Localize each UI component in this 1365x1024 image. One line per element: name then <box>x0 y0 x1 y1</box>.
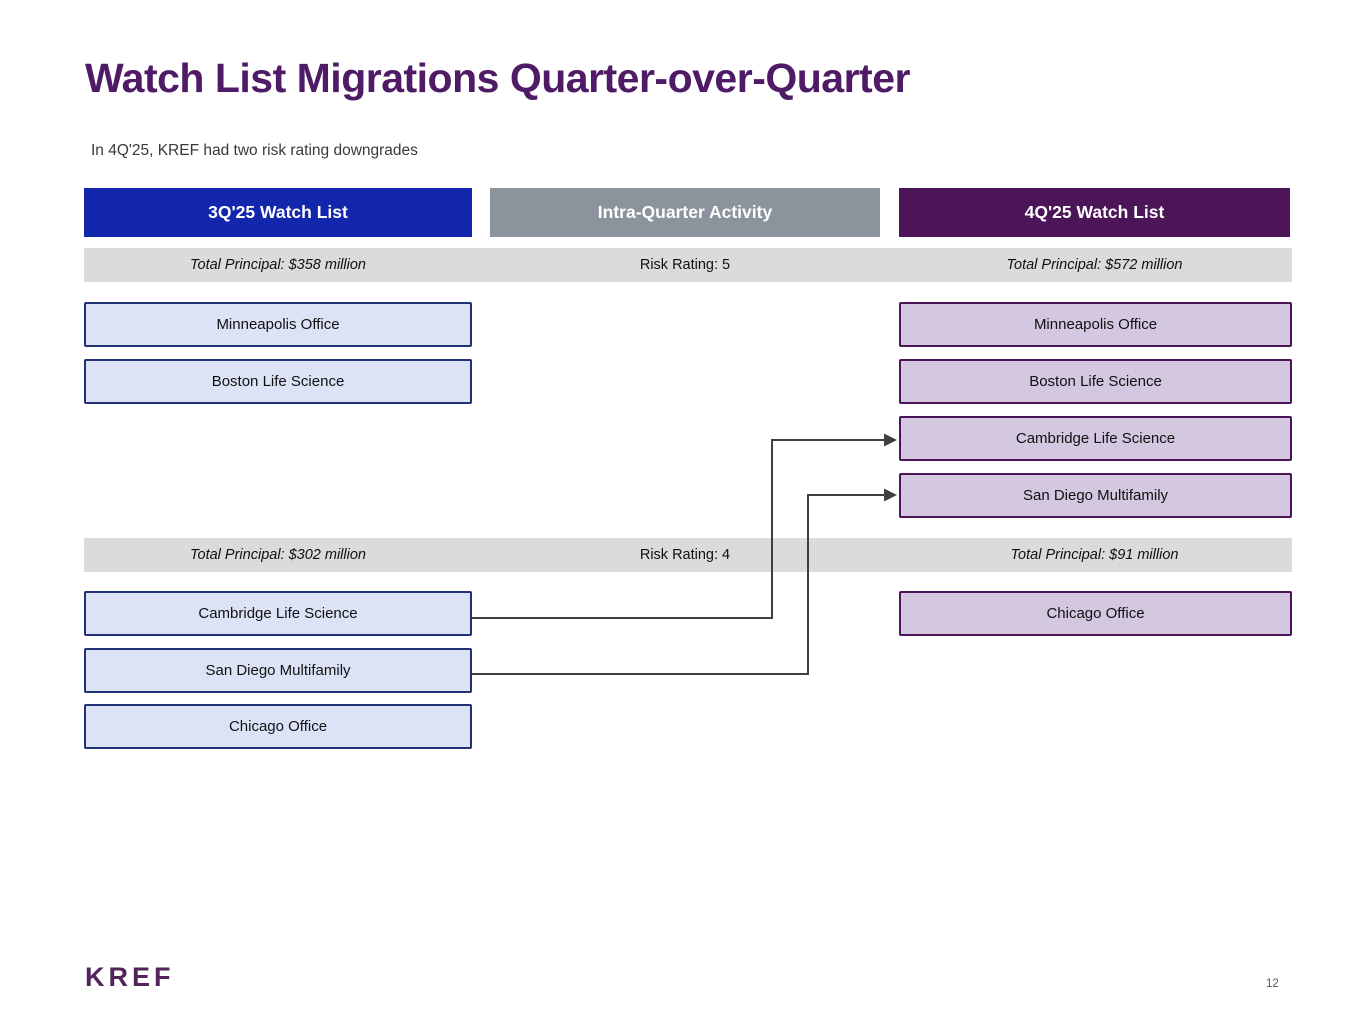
q3-total-principal-rating4: Total Principal: $302 million <box>190 547 366 563</box>
q3-total-principal-rating5: Total Principal: $358 million <box>190 257 366 273</box>
arrowhead-cambridge-icon <box>884 433 897 447</box>
arrow-cambridge-downgrade <box>472 439 885 619</box>
arrow-san-diego-downgrade <box>472 494 885 675</box>
arrowhead-san-diego-icon <box>884 488 897 502</box>
q4-item-san-diego-multifamily: San Diego Multifamily <box>899 473 1292 518</box>
header-4q25-watch-list: 4Q'25 Watch List <box>899 188 1290 237</box>
page-title: Watch List Migrations Quarter-over-Quart… <box>85 55 910 101</box>
q4-item-minneapolis-office: Minneapolis Office <box>899 302 1292 347</box>
q4-total-principal-rating5: Total Principal: $572 million <box>1006 257 1183 273</box>
q4-item-cambridge-life-science: Cambridge Life Science <box>899 416 1292 461</box>
band-risk-rating-5: Total Principal: $358 million Risk Ratin… <box>84 248 1292 282</box>
q4-item-boston-life-science: Boston Life Science <box>899 359 1292 404</box>
risk-rating-5-label: Risk Rating: 5 <box>639 257 731 273</box>
q3-item-chicago-office: Chicago Office <box>84 704 472 749</box>
header-3q25-watch-list: 3Q'25 Watch List <box>84 188 472 237</box>
kref-logo: KREF <box>85 962 175 992</box>
risk-rating-4-label: Risk Rating: 4 <box>639 547 731 563</box>
band-risk-rating-4: Total Principal: $302 million Risk Ratin… <box>84 538 1292 572</box>
header-intra-quarter-activity: Intra-Quarter Activity <box>490 188 880 237</box>
subtitle: In 4Q'25, KREF had two risk rating downg… <box>91 142 418 159</box>
q4-total-principal-rating4: Total Principal: $91 million <box>1010 547 1179 563</box>
q3-item-san-diego-multifamily: San Diego Multifamily <box>84 648 472 693</box>
q3-item-cambridge-life-science: Cambridge Life Science <box>84 591 472 636</box>
q4-item-chicago-office: Chicago Office <box>899 591 1292 636</box>
page-number: 12 <box>1266 978 1279 990</box>
q3-item-boston-life-science: Boston Life Science <box>84 359 472 404</box>
q3-item-minneapolis-office: Minneapolis Office <box>84 302 472 347</box>
